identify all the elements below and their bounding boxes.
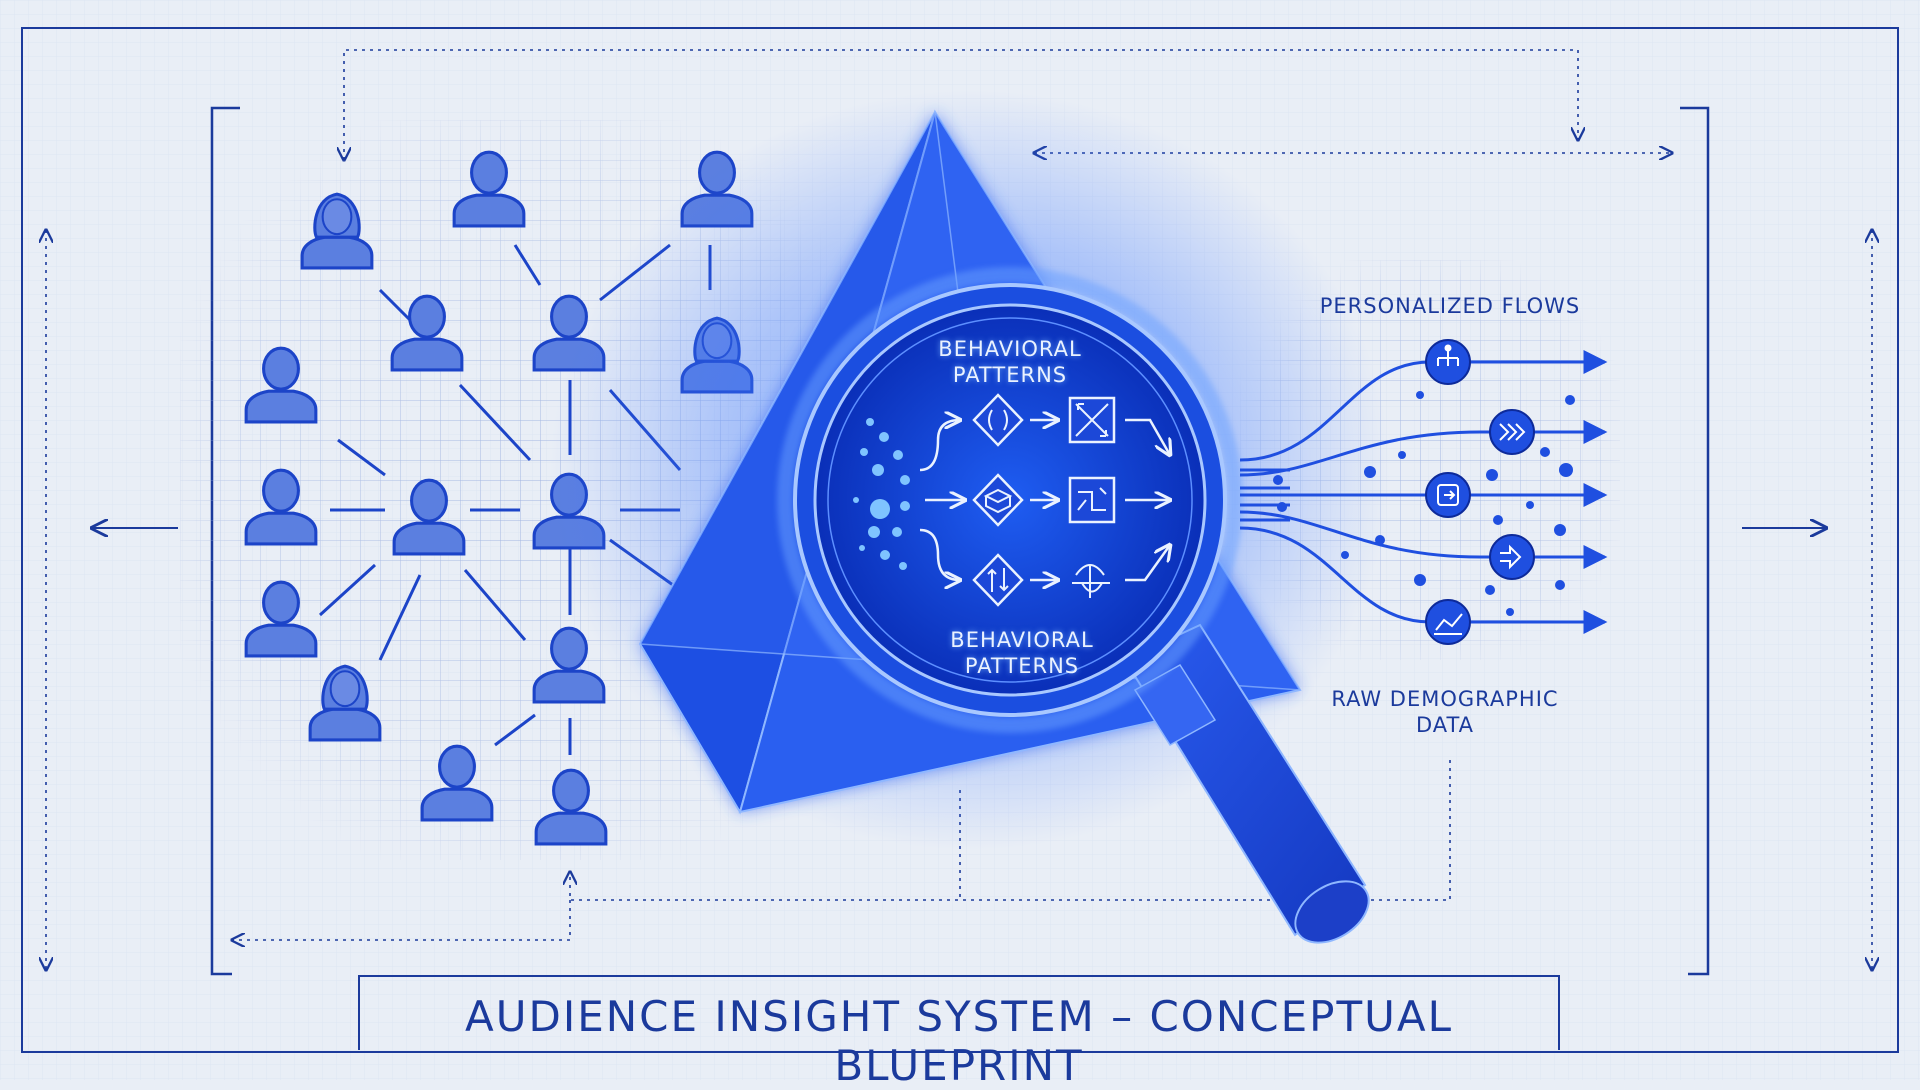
raw-demographic-data-label: RAW DEMOGRAPHIC DATA bbox=[1331, 687, 1559, 737]
title-frame: AUDIENCE INSIGHT SYSTEM – CONCEPTUAL BLU… bbox=[358, 974, 1560, 1090]
bottom-feedback-loop bbox=[570, 760, 1451, 901]
title-frame-border bbox=[358, 975, 1560, 1050]
arrows-diamond-icon bbox=[972, 553, 1024, 607]
pattern-analysis bbox=[853, 393, 1170, 607]
brain-icon bbox=[1072, 564, 1110, 598]
exchange-icon bbox=[1489, 534, 1535, 580]
behavioral-patterns-top-label: BEHAVIORAL PATTERNS bbox=[938, 337, 1082, 387]
split-box-icon bbox=[1068, 476, 1116, 524]
chevrons-icon bbox=[1489, 409, 1535, 455]
cube-diamond-icon bbox=[972, 473, 1024, 527]
bottom-left-dotted-arrow bbox=[232, 900, 571, 940]
page-title: AUDIENCE INSIGHT SYSTEM – CONCEPTUAL BLU… bbox=[465, 992, 1453, 1090]
outer-frame bbox=[21, 27, 1899, 1053]
personalized-flows bbox=[1239, 339, 1608, 645]
personalized-flows-label: PERSONALIZED FLOWS bbox=[1319, 294, 1581, 318]
brackets-diamond-icon bbox=[972, 393, 1024, 447]
behavioral-patterns-bottom-label: BEHAVIORAL PATTERNS bbox=[950, 628, 1094, 678]
magnifier-handle bbox=[1123, 623, 1370, 944]
right-bracket bbox=[1680, 106, 1710, 976]
